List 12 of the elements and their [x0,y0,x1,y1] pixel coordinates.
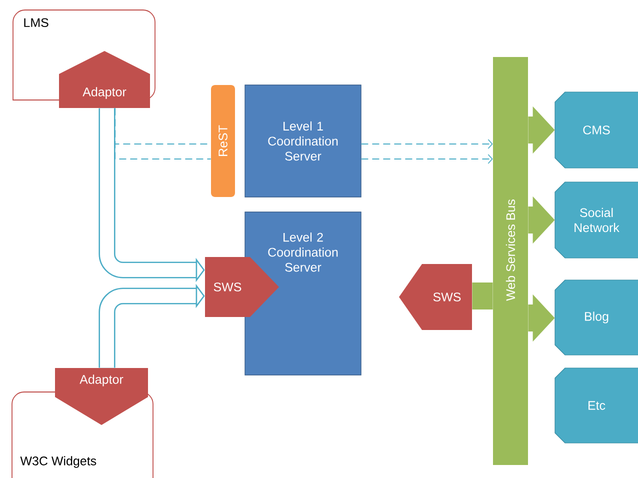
interface-bar: ReST [211,85,235,197]
bus-bar: Web Services Bus [493,57,528,465]
service-box: Etc [554,368,638,444]
dashed-arrow [361,154,493,164]
service-box: CMS [554,92,638,168]
server-box: Level 1 Coordination Server [244,84,362,198]
system-box: W3C Widgets [12,392,154,478]
server-box: Level 2 Coordination Server [244,212,362,376]
hollow-arrow [98,284,205,368]
dashed-arrow [361,139,493,149]
service-box: Social Network [554,182,638,258]
service-box: Blog [554,280,638,356]
